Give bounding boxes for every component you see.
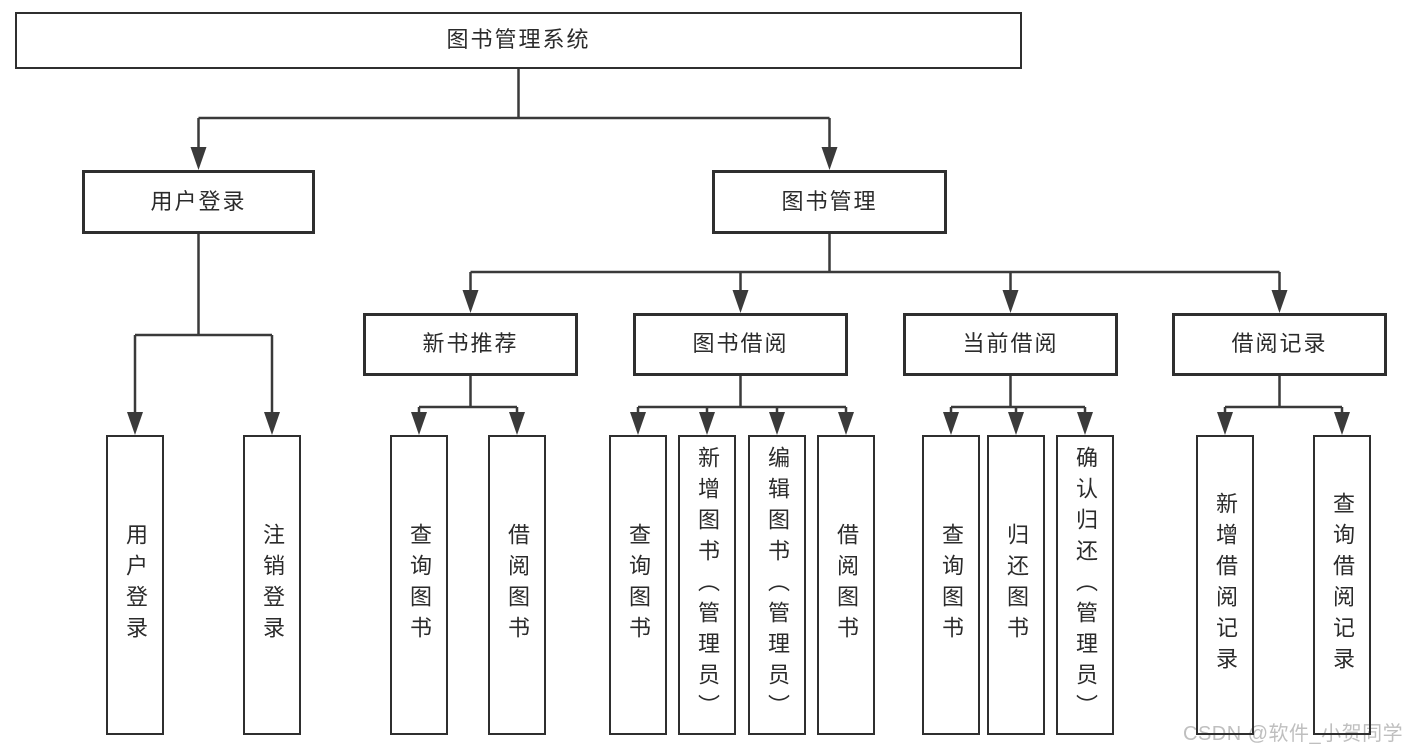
leaf-user-login-label: 用户登录 [123,523,148,647]
arrowhead [1334,412,1350,435]
node-book-borrowing-label: 图书借阅 [692,331,789,357]
connector-current-borrow-to-leaves [949,376,1087,415]
arrowhead [1271,290,1288,313]
leaf-current-return-books-label: 归还图书 [1004,523,1029,647]
arrowhead [769,412,785,435]
arrowhead [943,412,959,435]
node-new-book-recommend: 新书推荐 [363,313,578,376]
arrowhead [1077,412,1093,435]
connector-user-login-to-leaves [133,234,274,415]
connector-new-book-to-leaves [417,376,519,415]
node-library-system: 图书管理系统 [15,12,1022,69]
arrowhead [821,147,838,170]
leaf-current-confirm-return-admin: 确认归还（管理员） [1056,435,1114,735]
arrowhead [1217,412,1233,435]
leaf-newbook-borrow-books-label: 借阅图书 [505,523,530,647]
leaf-borrowing-query-books-label: 查询图书 [626,523,651,647]
node-user-login: 用户登录 [82,170,315,234]
connector-borrow-records-to-leaves [1223,376,1344,415]
leaf-borrowing-edit-books-admin-label: 编辑图书（管理员） [765,445,790,725]
node-book-management-label: 图书管理 [781,188,878,214]
leaf-borrowing-query-books: 查询图书 [609,435,667,735]
leaf-borrowing-add-books-admin-label: 新增图书（管理员） [695,445,720,725]
node-borrowing-records: 借阅记录 [1172,313,1387,376]
leaf-current-confirm-return-admin-label: 确认归还（管理员） [1073,445,1098,725]
leaf-borrowing-borrow-books-label: 借阅图书 [834,523,859,647]
arrowhead [462,290,479,313]
node-borrowing-records-label: 借阅记录 [1231,331,1328,357]
arrowhead [732,290,749,313]
arrowhead [411,412,427,435]
connector-book-borrow-to-leaves [636,376,848,415]
leaf-records-query-borrow-record: 查询借阅记录 [1313,435,1371,735]
arrowhead [190,147,207,170]
leaf-newbook-borrow-books: 借阅图书 [488,435,546,735]
node-book-borrowing: 图书借阅 [633,313,848,376]
leaf-logout-label: 注销登录 [260,523,285,647]
leaf-records-add-borrow-record-label: 新增借阅记录 [1213,492,1238,678]
arrowhead [699,412,715,435]
leaf-records-add-borrow-record: 新增借阅记录 [1196,435,1254,735]
leaf-records-query-borrow-record-label: 查询借阅记录 [1330,492,1355,678]
arrowhead [838,412,854,435]
leaf-borrowing-edit-books-admin: 编辑图书（管理员） [748,435,806,735]
leaf-newbook-query-books: 查询图书 [390,435,448,735]
leaf-user-login: 用户登录 [106,435,164,735]
arrowhead [630,412,646,435]
arrowhead [1002,290,1019,313]
leaf-current-return-books: 归还图书 [987,435,1045,735]
leaf-current-query-books: 查询图书 [922,435,980,735]
node-library-system-label: 图书管理系统 [446,27,591,53]
arrowhead [1008,412,1024,435]
arrowhead [509,412,525,435]
node-book-management: 图书管理 [712,170,947,234]
arrowhead [264,412,280,435]
node-current-borrowing: 当前借阅 [903,313,1118,376]
leaf-borrowing-borrow-books: 借阅图书 [817,435,875,735]
arrowhead [127,412,143,435]
node-user-login-label: 用户登录 [150,188,247,214]
node-current-borrowing-label: 当前借阅 [962,331,1059,357]
leaf-logout: 注销登录 [243,435,301,735]
node-new-book-recommend-label: 新书推荐 [422,331,519,357]
csdn-watermark: CSDN @软件_小贺同学 [1183,723,1404,745]
leaf-current-query-books-label: 查询图书 [939,523,964,647]
connector-root-to-level2 [197,69,831,150]
leaf-newbook-query-books-label: 查询图书 [407,523,432,647]
leaf-borrowing-add-books-admin: 新增图书（管理员） [678,435,736,735]
connector-book-mgmt-to-level3 [469,234,1281,293]
